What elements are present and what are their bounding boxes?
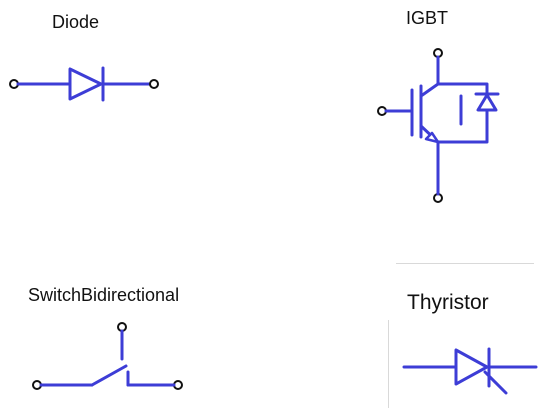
igbt-collector-path [419, 82, 489, 100]
diode-terminal-right[interactable] [149, 79, 159, 89]
igbt-symbol[interactable] [377, 48, 500, 203]
switch-bidirectional-symbol[interactable] [32, 322, 183, 390]
igbt-freewheel-diode-icon [476, 93, 498, 112]
diode-label: Diode [52, 12, 100, 32]
thyristor-triangle-icon [454, 348, 489, 386]
diode-symbol[interactable] [9, 66, 159, 102]
thyristor-label: Thyristor [407, 291, 489, 314]
igbt-emitter-arrow-icon [424, 131, 440, 144]
thyristor-symbol[interactable] [402, 347, 538, 395]
igbt-label: IGBT [406, 8, 449, 28]
switch-blade [90, 364, 128, 387]
thyristor-frame-left [388, 320, 389, 408]
thyristor-gate-lead [483, 370, 508, 395]
thyristor-frame-top [396, 263, 534, 264]
switch-bidirectional-label: SwitchBidirectional [28, 285, 180, 305]
diode-triangle-icon [68, 67, 103, 101]
